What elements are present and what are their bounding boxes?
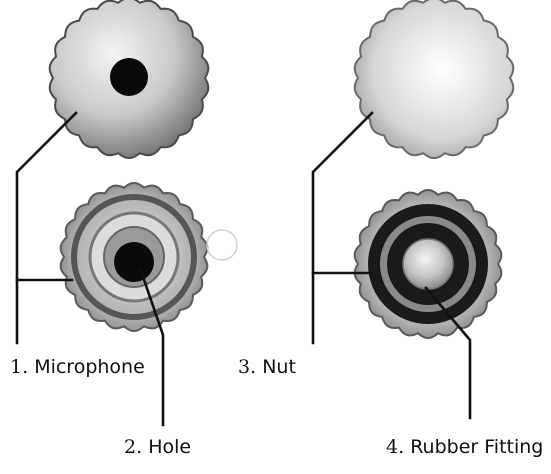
- rubber-fitting-dome: [403, 239, 453, 289]
- hole-dot: [114, 242, 154, 282]
- nut-part: [355, 0, 514, 158]
- reflection-circle: [207, 230, 237, 260]
- microphone-top-part: [50, 0, 209, 158]
- label-rubber-fitting: 4. Rubber Fitting: [386, 436, 543, 458]
- label-nut: 3. Nut: [238, 356, 296, 378]
- nut-serrated-disc: [355, 0, 514, 158]
- microphone-bottom-part: [61, 183, 237, 331]
- rubber-fitting-part: [355, 190, 502, 338]
- microphone-hole-dot: [110, 58, 148, 96]
- label-microphone: 1. Microphone: [10, 356, 145, 378]
- label-hole: 2. Hole: [124, 436, 191, 458]
